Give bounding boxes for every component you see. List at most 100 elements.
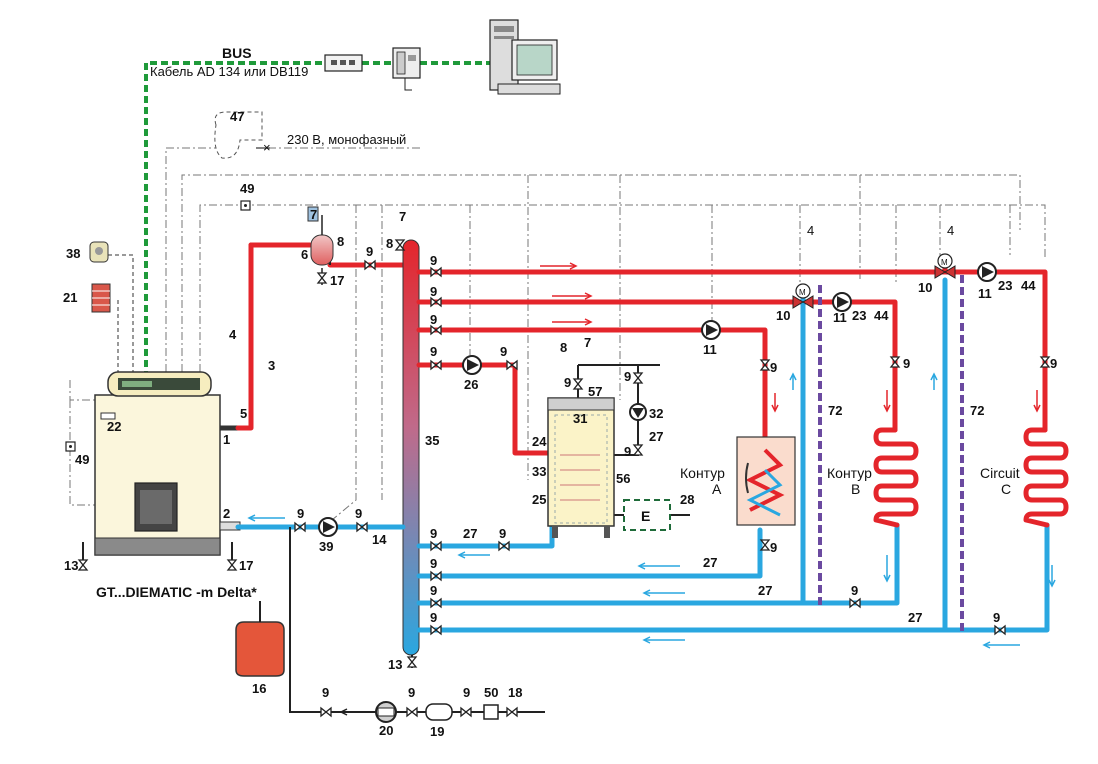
ref-38: 38 [66,246,80,261]
exchanger-label: E [641,508,650,524]
ref-8: 8 [337,234,344,249]
dhw-tank [547,397,615,538]
ref-17-vessel: 17 [330,273,344,288]
ref-8-dhw: 8 [560,340,567,355]
ref-9-b: 9 [430,284,437,299]
room-unit-icon [89,241,109,263]
disconnector-icon [425,703,453,721]
bus-title: BUS [222,45,252,61]
telephone-icon [392,47,421,91]
ref-9-ret1: 9 [430,526,437,541]
radiator-b-coil [873,427,919,528]
ref-9-c: 9 [430,312,437,327]
ref-19: 19 [430,724,444,739]
ref-9-w3: 9 [463,685,470,700]
ref-2: 2 [223,506,230,521]
ref-32: 32 [649,406,663,421]
valve-icon [356,521,368,533]
ref-4-c: 4 [947,223,954,238]
valve-icon [430,597,442,609]
ref-6: 6 [301,247,308,262]
ref-9-za2: 9 [770,540,777,555]
ref-56: 56 [616,471,630,486]
ref-23-c: 23 [998,278,1012,293]
ref-24: 24 [532,434,547,449]
ref-44-b: 44 [874,308,889,323]
ref-27-ret2: 27 [703,555,717,570]
valve-icon [430,540,442,552]
ref-9-boil2: 9 [355,506,362,521]
ref-9-vessel: 9 [366,244,373,259]
zone-b-letter: B [851,481,860,497]
valve-icon [759,539,771,551]
valve-icon [226,559,238,571]
mixing-valve-icons: M M [792,253,956,309]
ref-49-top: 49 [240,181,254,196]
expansion-tank [235,601,285,677]
ref-27-ret1: 27 [463,526,477,541]
ref-14: 14 [372,532,387,547]
valve-icon [316,272,328,284]
ref-11-c: 11 [978,286,992,301]
ref-4-b: 4 [807,223,814,238]
ref-25: 25 [532,492,546,507]
valve-icon [364,259,376,271]
ref-4: 4 [229,327,237,342]
ref-7: 7 [310,207,317,222]
valve-icon [320,706,332,718]
valve-icon [994,624,1006,636]
valve-icon [632,444,644,456]
ref-9-d: 9 [430,344,437,359]
ref-13-coll: 13 [388,657,402,672]
valve-icon [430,359,442,371]
ref-18: 18 [508,685,522,700]
ref-13-boil: 13 [64,558,78,573]
ref-9-ret1b: 9 [499,526,506,541]
valve-icon [498,540,510,552]
ref-9-a: 9 [430,253,437,268]
bus-interface-box [324,54,363,72]
ref-27-ret3: 27 [758,583,772,598]
zone-a-letter: A [712,481,722,497]
ref-21: 21 [63,290,77,305]
outdoor-sensor-icon [91,283,111,313]
ref-9-dhw2: 9 [624,369,631,384]
valve-icon [632,372,644,384]
ref-9-zb: 9 [903,356,910,371]
ref-10-c: 10 [918,280,932,295]
ref-31: 31 [573,411,587,426]
ref-47: 47 [230,109,244,124]
ref-9-ret3b: 9 [851,583,858,598]
ref-49-side: 49 [75,452,89,467]
ref-9-zc: 9 [1050,356,1057,371]
valve-icon [849,597,861,609]
ref-26: 26 [464,377,478,392]
valve-symbols [77,239,1051,718]
bus-cable-label: Кабель AD 134 или DB119 [150,64,308,79]
ref-9-dhw3: 9 [624,444,631,459]
ref-17-boil: 17 [239,558,253,573]
radiator-c-coil [1023,427,1069,528]
ref-20: 20 [379,723,393,738]
ref-27-ret4: 27 [908,610,922,625]
fan-coil-unit [736,436,796,526]
ref-22: 22 [107,419,121,434]
ref-9-ret4b: 9 [993,610,1000,625]
power-label: 230 В, монофазный [287,132,406,147]
ref-3: 3 [268,358,275,373]
zone-b-title: Контур [827,465,872,481]
ref-5: 5 [240,406,247,421]
valve-icon [460,706,472,718]
dhw-exchanger [623,499,671,531]
valve-icon [506,359,518,371]
pressure-reducer-icon [483,704,499,720]
valve-icon [406,656,418,668]
ref-9-ret4: 9 [430,610,437,625]
ref-9-ret2: 9 [430,556,437,571]
ref-9-boil1: 9 [297,506,304,521]
ref-27-dhw: 27 [649,429,663,444]
ref-10-b: 10 [776,308,790,323]
valve-icon [759,359,771,371]
ref-1: 1 [223,432,230,447]
